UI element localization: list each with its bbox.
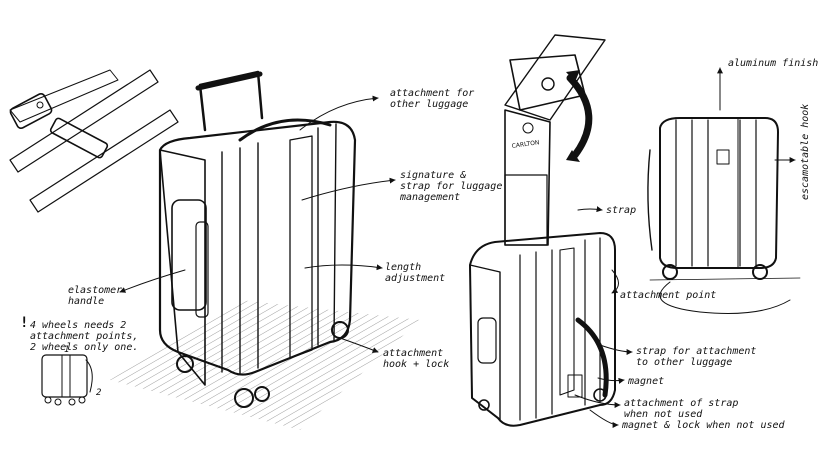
main-suitcase xyxy=(110,70,420,430)
annotation-leaders xyxy=(119,67,796,428)
label-point-1: 1 xyxy=(64,345,70,355)
label-wheels-note: 4 wheels needs 2 attachment points, 2 wh… xyxy=(30,320,139,353)
label-magnet-lock: magnet & lock when not used xyxy=(622,420,785,431)
label-hook-lock: attachment hook + lock xyxy=(383,348,450,370)
label-attachment-point: attachment point xyxy=(620,290,717,301)
label-length-adjustment: length adjustment xyxy=(385,262,446,284)
label-strap: strap xyxy=(606,205,637,216)
label-elastomer-handle: elastomer handle xyxy=(68,285,123,307)
label-magnet: magnet xyxy=(628,376,665,387)
label-strap-attachment: strap for attachment to other luggage xyxy=(636,346,757,368)
label-attachment-other-luggage: attachment for other luggage xyxy=(390,88,475,110)
back-view-suitcase xyxy=(647,117,801,314)
exclamation-mark: ! xyxy=(20,315,29,331)
strap-closeup-sketch xyxy=(504,34,606,246)
brand-logo: CARLTON xyxy=(511,139,540,150)
label-aluminum-finish: aluminum finish xyxy=(728,58,819,69)
strap-detail-sketch xyxy=(9,69,179,213)
label-strap-not-used: attachment of strap when not used xyxy=(624,398,739,420)
second-suitcase xyxy=(469,232,616,427)
label-point-2: 2 xyxy=(96,388,102,398)
label-escamotable-hook: escamotable hook xyxy=(800,103,811,200)
label-signature-strap: signature & strap for luggage management xyxy=(400,170,503,203)
small-suitcase-sketch xyxy=(41,354,93,406)
